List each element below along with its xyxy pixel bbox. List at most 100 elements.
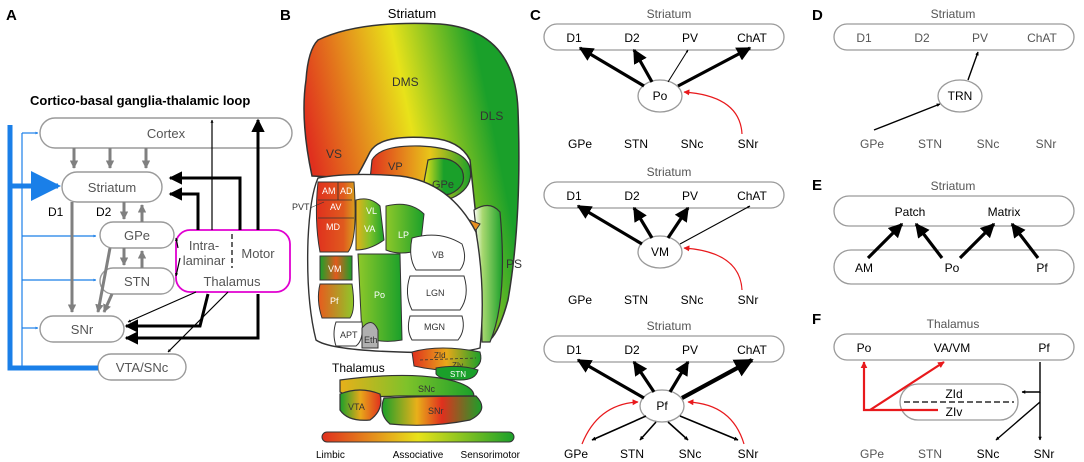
va-label: VA <box>364 224 375 234</box>
c1-po-label: Po <box>653 89 668 103</box>
panel-b: B Striatum DMS DLS VS VP GPe PS AM AD AV… <box>280 6 522 461</box>
panel-a-letter: A <box>6 7 17 24</box>
f-zi-inhibition <box>860 361 945 412</box>
c1-po-node <box>637 79 683 113</box>
dms-label: DMS <box>392 75 419 89</box>
c2-snr-inhibition <box>683 245 743 291</box>
ps-label: PS <box>506 257 522 271</box>
c1-gpe: GPe <box>568 137 592 151</box>
d-d1: D1 <box>856 31 872 45</box>
c2-vm-label: VM <box>651 245 669 259</box>
e-po: Po <box>945 261 960 275</box>
dopamine-projections <box>7 125 98 371</box>
panel-e-letter: E <box>812 177 822 194</box>
f-snr: SNr <box>1034 447 1055 461</box>
c1-striatum-title: Striatum <box>647 7 692 21</box>
snr-node <box>39 315 125 343</box>
d-gpe: GPe <box>860 137 884 151</box>
c1-snr: SNr <box>738 137 759 151</box>
c3-stn: STN <box>620 447 644 461</box>
pf-label: Pf <box>330 296 339 306</box>
c1-pv: PV <box>682 31 698 45</box>
panel-b-letter: B <box>280 7 291 24</box>
gpe-to-trn-arrow <box>873 103 941 131</box>
po-label: Po <box>374 290 385 300</box>
d-snr: SNr <box>1036 137 1057 151</box>
c3-d1: D1 <box>566 343 582 357</box>
f-po: Po <box>857 341 872 355</box>
ziv-label: ZIv <box>452 361 463 370</box>
c2-snr: SNr <box>738 293 759 307</box>
c1-stn: STN <box>624 137 648 151</box>
c3-snr-inhibition <box>687 399 745 445</box>
panel-d: D Striatum D1 D2 PV ChAT TRN GPe STN SNc… <box>812 7 1075 151</box>
c2-snc: SNc <box>681 293 704 307</box>
c2-stn: STN <box>624 293 648 307</box>
c3-gpe-inhibition <box>581 399 639 445</box>
b-thalamus-label: Thalamus <box>332 361 385 375</box>
c2-striatum-box <box>543 181 785 209</box>
striatum-label: Striatum <box>88 180 136 195</box>
vta-region <box>339 389 382 421</box>
f-pf-outputs <box>995 362 1042 441</box>
f-snc: SNc <box>977 447 1000 461</box>
vl-region <box>355 198 385 251</box>
e-striatum-box <box>833 195 1075 227</box>
legend-limbic: Limbic <box>316 450 345 461</box>
e-pf: Pf <box>1036 261 1048 275</box>
c3-pf-label: Pf <box>656 399 668 413</box>
trn-node <box>937 79 983 113</box>
lgn-label: LGN <box>426 288 445 298</box>
vta-snc-label: VTA/SNc <box>116 360 169 375</box>
mgn-label: MGN <box>424 322 445 332</box>
c3-pv: PV <box>682 343 698 357</box>
matrix-label: Matrix <box>988 205 1021 219</box>
motor-label: Motor <box>241 246 275 261</box>
pf-region <box>317 283 355 319</box>
panel-f-letter: F <box>812 311 821 328</box>
patch-label: Patch <box>895 205 926 219</box>
c1-snc: SNc <box>681 137 704 151</box>
snc-label: SNc <box>418 384 436 394</box>
zid-label: ZId <box>945 387 962 401</box>
d-chat: ChAT <box>1027 31 1057 45</box>
c3-snc: SNc <box>679 447 702 461</box>
f-stn: STN <box>918 447 942 461</box>
c2-pv: PV <box>682 189 698 203</box>
b-snr-label: SNr <box>428 406 444 416</box>
zid-label: ZId <box>434 351 446 360</box>
thalamus-label: Thalamus <box>203 274 261 289</box>
c1-d2: D2 <box>624 31 640 45</box>
panel-c-letter: C <box>530 7 541 24</box>
c1-arrows <box>578 46 752 88</box>
d-stn: STN <box>918 137 942 151</box>
c3-striatum-title: Striatum <box>647 319 692 333</box>
panel-f: F Thalamus Po VA/VM Pf ZId ZIv GPe STN S… <box>812 311 1075 461</box>
c2-d2: D2 <box>624 189 640 203</box>
e-am: AM <box>855 261 873 275</box>
thalamic-pathways <box>124 118 265 353</box>
ziv-label: ZIv <box>946 405 963 419</box>
snr-region <box>381 395 483 426</box>
d2-label: D2 <box>96 205 112 219</box>
gpe-node <box>99 221 175 249</box>
anterior-nuclei <box>315 181 356 253</box>
c2-vm-node <box>637 235 683 269</box>
av-label: AV <box>330 202 341 212</box>
e-thalamus-box <box>833 249 1075 285</box>
c1-striatum-box <box>543 23 785 51</box>
c1-snr-inhibition <box>683 89 743 135</box>
panel-a: A Cortico-basal ganglia-thalamic loop Co… <box>6 7 293 381</box>
f-gpe: GPe <box>860 447 884 461</box>
d-pv: PV <box>972 31 988 45</box>
d-d2: D2 <box>914 31 930 45</box>
e-striatum-title: Striatum <box>931 179 976 193</box>
f-vavm: VA/VM <box>934 341 970 355</box>
c3-chat: ChAT <box>737 343 767 357</box>
gradient-legend-bar <box>321 431 515 443</box>
eth-region <box>361 322 379 349</box>
d-snc: SNc <box>977 137 1000 151</box>
panel-c: C Striatum D1 D2 PV ChAT Po GPe STN SNc … <box>530 7 785 461</box>
c2-gpe: GPe <box>568 293 592 307</box>
pvt-label: PVT <box>292 202 310 212</box>
